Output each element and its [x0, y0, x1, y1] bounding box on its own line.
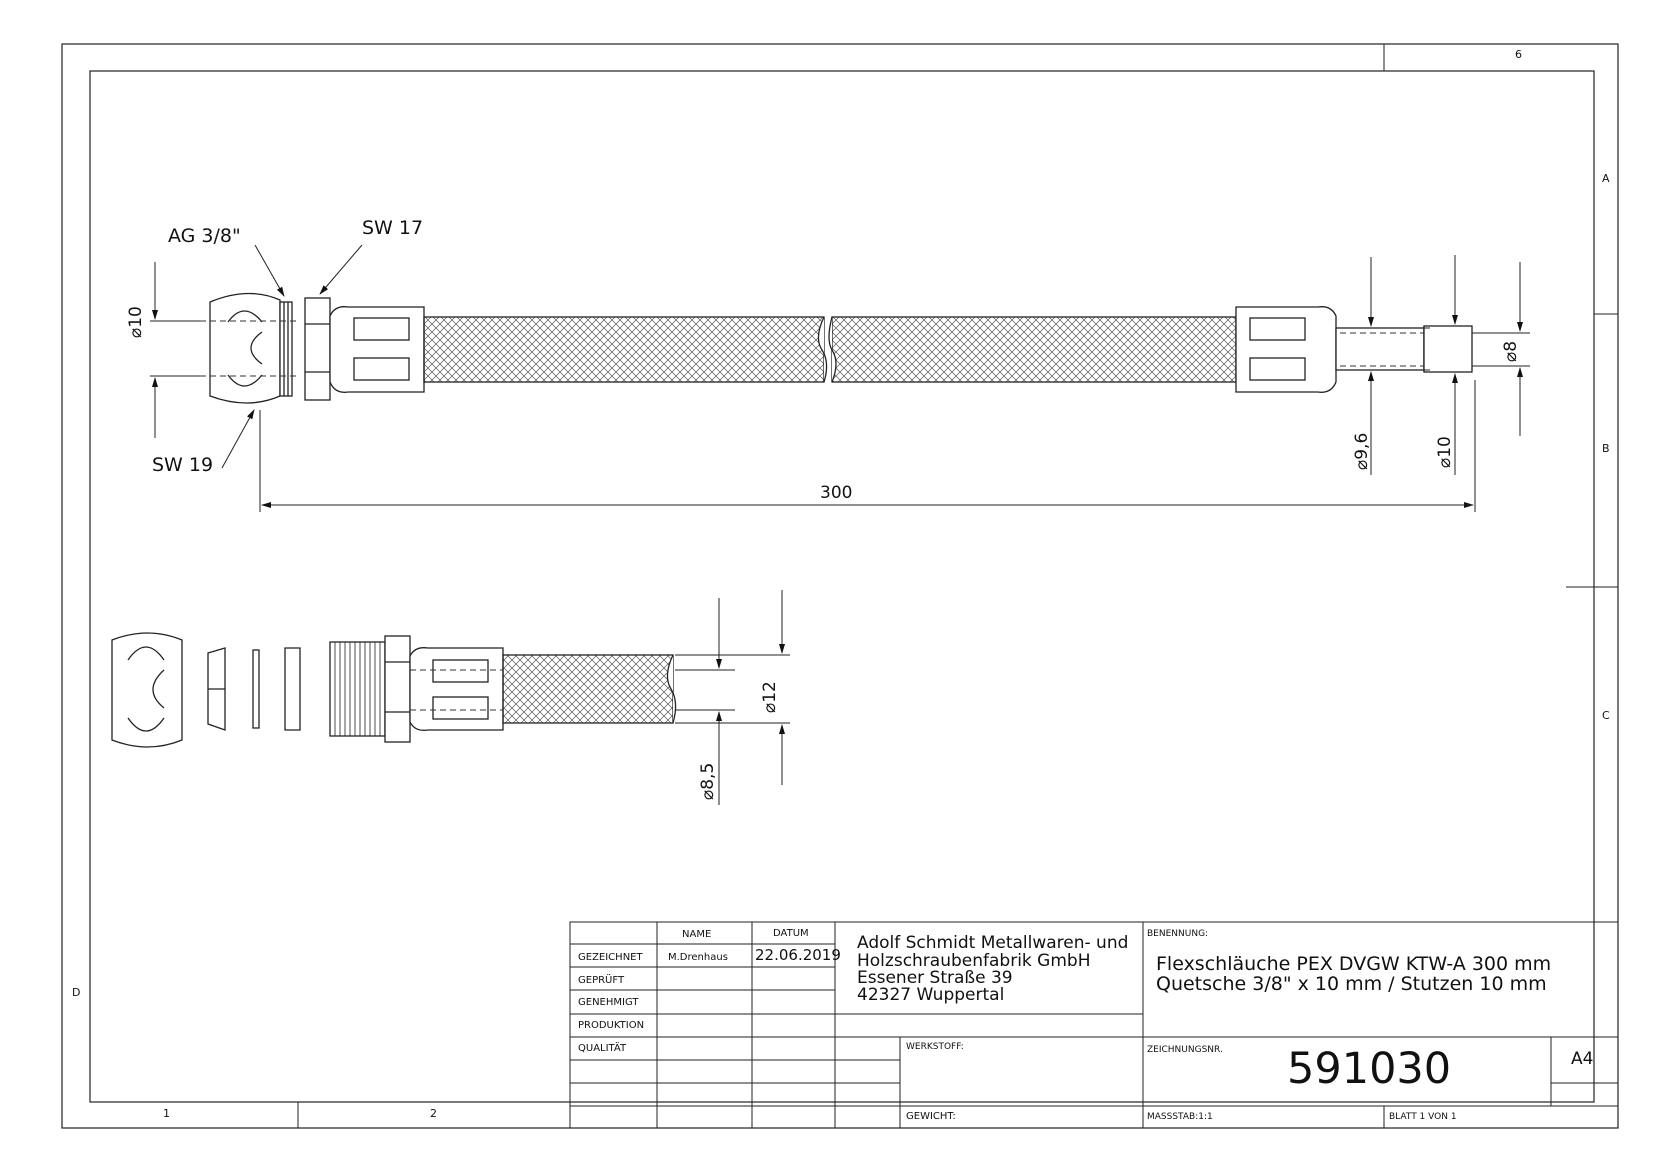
row-qualitaet: QUALITÄT [578, 1043, 627, 1054]
dia8-label: ⌀8 [1501, 340, 1521, 362]
benennung-label: BENENNUNG: [1147, 929, 1209, 939]
col-name-header: NAME [682, 929, 712, 940]
benennung-line1: Flexschläuche PEX DVGW KTW-A 300 mm [1156, 953, 1552, 975]
length-label: 300 [820, 483, 853, 503]
row-produktion: PRODUKTION [578, 1020, 645, 1031]
row-label-c: C [1602, 709, 1610, 722]
column-label-6: 6 [1515, 48, 1522, 61]
column-label-1: 1 [163, 1107, 170, 1120]
sw19-label: SW 19 [152, 454, 214, 476]
dia12-label: ⌀12 [760, 681, 780, 713]
company-line1: Adolf Schmidt Metallwaren- und [857, 933, 1129, 953]
hose-assembly-top [209, 292, 1473, 404]
row-genehmigt: GENEHMIGT [578, 997, 639, 1008]
column-label-2: 2 [430, 1107, 437, 1120]
drawing-number: 591030 [1287, 1044, 1452, 1094]
dia10-left-label: ⌀10 [126, 306, 146, 338]
benennung-line2: Quetsche 3/8" x 10 mm / Stutzen 10 mm [1156, 973, 1547, 995]
row-geprueft: GEPRÜFT [578, 975, 625, 986]
title-block-grid [569, 921, 1619, 1129]
company-line4: 42327 Wuppertal [857, 985, 1005, 1005]
gewicht-label: GEWICHT: [906, 1111, 956, 1122]
company-line3: Essener Straße 39 [857, 968, 1013, 988]
company-line2: Holzschraubenfabrik GmbH [857, 951, 1091, 971]
blatt: BLATT 1 VON 1 [1389, 1112, 1457, 1122]
row-label-a: A [1602, 172, 1610, 185]
drawn-date: 22.06.2019 [755, 946, 841, 964]
dia9-6-label: ⌀9,6 [1352, 432, 1372, 470]
dia10-right-label: ⌀10 [1435, 436, 1455, 468]
col-date-header: DATUM [773, 928, 809, 939]
sw17-label: SW 17 [362, 217, 424, 239]
row-label-b: B [1602, 442, 1610, 455]
drawn-by: M.Drenhaus [668, 952, 728, 963]
massstab: MASSSTAB:1:1 [1147, 1112, 1213, 1122]
dia8-5-label: ⌀8,5 [698, 762, 718, 800]
row-gezeichnet: GEZEICHNET [578, 952, 643, 963]
thread-label: AG 3/8" [168, 225, 241, 247]
werkstoff-label: WERKSTOFF: [906, 1042, 964, 1052]
zeichnungsnr-label: ZEICHNUNGSNR. [1147, 1045, 1223, 1055]
hose-assembly-exploded [111, 632, 677, 748]
paper-format: A4 [1571, 1049, 1594, 1069]
row-label-d: D [72, 986, 81, 999]
